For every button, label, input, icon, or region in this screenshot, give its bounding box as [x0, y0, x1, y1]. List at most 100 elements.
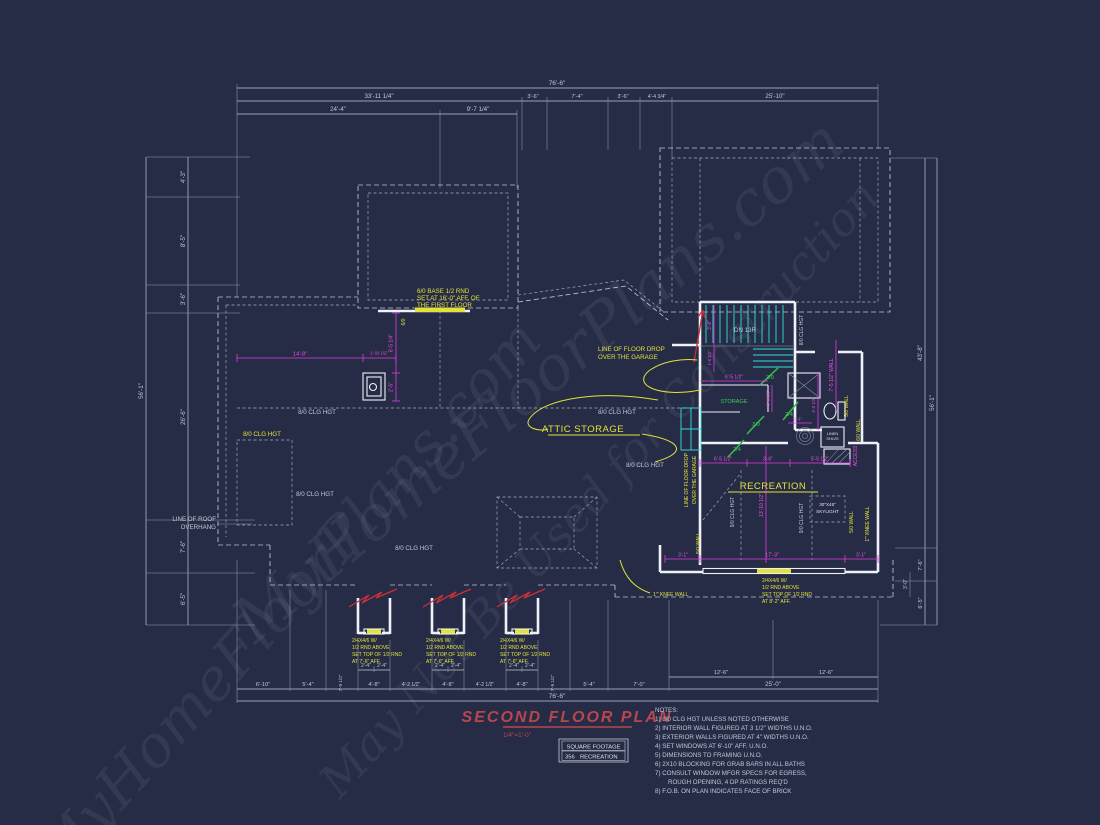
dim-top: 25'-10" — [765, 93, 784, 100]
floor-drop-label: LINE OF FLOOR DROP — [598, 346, 665, 353]
chimney-flue — [368, 382, 378, 392]
plan-dimensions: 14'-8" 1'-10 1/2" 6'-5 1/4" 2'-5" 3'-8" … — [236, 305, 879, 563]
rear-window-note: 2/4X4/6 W/ 1/2 RND ABOVE SET TOP OF 1/2 … — [762, 578, 812, 605]
dormer-note: 2/4X4/6 W/ 1/2 RND ABOVE SET TOP OF 1/2 … — [426, 638, 476, 665]
ceiling-height-label: 9/0 CLG HGT — [799, 503, 805, 534]
plan-dim: 3'-6" — [763, 457, 773, 463]
room-label-recreation: RECREATION — [740, 481, 807, 492]
svg-text:AT 7'-6" AFF.: AT 7'-6" AFF. — [352, 659, 381, 665]
door-size-label: 2/4 — [785, 412, 793, 418]
note-item: 8) F.O.B. ON PLAN INDICATES FACE OF BRIC… — [655, 788, 792, 795]
ceiling-height-label: 9/0 CLG HGT — [730, 497, 736, 528]
note-item: 7) CONSULT WINDOW MFGR SPECS FOR EGRESS, — [655, 770, 807, 777]
dormer-note: 2/4X4/6 W/ 1/2 RND ABOVE SET TOP OF 1/2 … — [352, 638, 402, 665]
plan-dim: 1'-6 1/2" — [707, 350, 712, 366]
dim-bottom: 7'-9 1/2" — [338, 674, 343, 691]
dim-top: 3'-6" — [617, 94, 628, 100]
svg-text:2/4X4/6 W/: 2/4X4/6 W/ — [762, 578, 787, 584]
dim-top: 3'-6" — [527, 94, 538, 100]
dim-top: 33'-11 1/4" — [364, 93, 393, 100]
plan-dim: 4'-0 1/2" — [811, 397, 816, 413]
doors: 3/0 2/4 3/0 2/4 — [727, 367, 799, 458]
bath-fixtures: LINEN SHLVS — [787, 372, 851, 465]
svg-text:AT 7'-6" AFF.: AT 7'-6" AFF. — [426, 659, 455, 665]
dim-bottom: 4'-8" — [368, 682, 379, 688]
dim-right: 7'-6" — [918, 559, 924, 570]
plan-dim: 17'-3" — [765, 553, 779, 559]
dim-left-overall: 56'-1" — [138, 383, 145, 399]
stair-slope-mark — [693, 309, 706, 363]
svg-text:SET TOP OF 1/2 RND: SET TOP OF 1/2 RND — [500, 652, 550, 658]
fan-rings — [802, 433, 808, 439]
base-note: THE FIRST FLOOR — [417, 302, 472, 309]
sqft-room: RECREATION — [580, 755, 618, 761]
sqft-value: 356 — [565, 755, 575, 761]
sqft-header: SQUARE FOOTAGE — [566, 745, 620, 751]
knee-wall-label: 1'" KNEE WALL — [653, 592, 689, 598]
note-item: 1) 8/0 CLG HGT UNLESS NOTED OTHERWISE — [655, 716, 789, 723]
rear-window-sill-highlight — [757, 569, 791, 573]
dim-window: 2'-4" — [451, 663, 461, 669]
ceiling-height-label: 8/0 CLG HGT — [296, 491, 334, 498]
plan-dim: 2'-1" — [794, 417, 803, 422]
linen-label: SHLVS — [826, 437, 839, 441]
dim-window: 2'-4" — [525, 663, 535, 669]
note-item: ROUGH OPENING, 4 DP RATINGS REQ'D — [668, 779, 788, 786]
dormer-sill-highlight — [367, 629, 381, 634]
svg-text:2/4X4/6 W/: 2/4X4/6 W/ — [500, 638, 525, 644]
door-size-label: 2/4 — [733, 447, 741, 453]
dim-top-overall: 76'-6" — [549, 80, 566, 87]
plan-dim: 6'-5 1/2" — [714, 457, 733, 463]
roof-outline — [217, 147, 894, 598]
dim-right: 6'-5" — [918, 597, 924, 608]
wall-tag: 5/0 WALL — [849, 511, 855, 533]
wall-tag: 6/0 WALL — [856, 419, 862, 441]
dim-bottom: 12'-6" — [714, 670, 728, 676]
dim-window: 2'-4" — [509, 663, 519, 669]
plan-dim: 14'-8" — [293, 352, 307, 358]
plan-dim: 3'-5 1/2" — [766, 390, 771, 406]
plan-dim: 6'-5 1/4" — [389, 334, 395, 353]
dim-bottom: 4'-2 1/2" — [402, 682, 421, 688]
dim-bottom: 6'-10" — [256, 682, 270, 688]
access-label: ACCESS — [853, 445, 859, 466]
ceiling-height-label: 8/0 CLG HGT — [395, 545, 433, 552]
skylight-label: 30"X46" — [819, 502, 836, 507]
labels-white: 8/0 CLG HGT 8/0 CLG HGT 8/0 CLG HGT 8/0 … — [296, 315, 839, 552]
sheet-scale: 1/4"=1'-0" — [503, 732, 532, 739]
dim-window: 2'-4" — [435, 663, 445, 669]
svg-text:1/2 RND ABOVE: 1/2 RND ABOVE — [762, 585, 800, 591]
knee-wall-label: 1'" KNEE WALL — [865, 506, 871, 542]
top-dimensions: 76'-6" 33'-11 1/4" 3'-6" 7'-4" 3'-6" 4'-… — [236, 80, 879, 297]
ceiling-height-label: 8/0 CLG HGT — [243, 431, 281, 438]
wall-height-label: 7'-5 1/2" WALL — [829, 358, 835, 391]
break-mark — [422, 588, 472, 608]
windows — [348, 407, 702, 635]
toilet — [823, 402, 837, 420]
dim-right: 43'-8" — [917, 345, 924, 361]
plan-dim: 3'-8" — [707, 320, 713, 330]
room-label-attic-storage: ATTIC STORAGE — [542, 424, 624, 435]
door-size-label: 3/0 — [766, 375, 774, 381]
skylight-label: SKYLIGHT — [816, 509, 839, 514]
dormer-note: 2/4X4/6 W/ 1/2 RND ABOVE SET TOP OF 1/2 … — [500, 638, 550, 665]
annotations-yellow: 6/0 BASE 1/2 RND SET AT 16'-0" AFF. OF T… — [243, 288, 871, 665]
plan-dim: 1'-10 1/2" — [370, 351, 388, 356]
svg-text:1/2 RND ABOVE: 1/2 RND ABOVE — [426, 645, 464, 651]
notes-heading: NOTES: — [655, 707, 678, 714]
dim-right: 3'-0" — [903, 579, 909, 589]
svg-text:2/4X4/6 W/: 2/4X4/6 W/ — [352, 638, 377, 644]
shower-chase — [787, 372, 821, 399]
floor-drop-label-vertical: OVER THE GARAGE — [692, 455, 698, 504]
dim-right-overall: 56'-1" — [929, 395, 936, 411]
skylight-box — [809, 495, 846, 523]
plan-dim: 5'-5 1/2" — [811, 457, 830, 463]
svg-text:SET TOP OF 1/2 RND: SET TOP OF 1/2 RND — [352, 652, 402, 658]
dim-top: 24'-4" — [330, 106, 346, 113]
leader-squiggle — [641, 433, 677, 463]
sheet-title: SECOND FLOOR PLAN — [462, 709, 673, 726]
right-dimensions: 43'-8" 56'-1" 7'-6" 6'-5" 3'-0" — [880, 157, 938, 626]
dim-bottom: 5'-4" — [583, 682, 594, 688]
dim-bottom: 7'-9 1/2" — [550, 674, 555, 691]
